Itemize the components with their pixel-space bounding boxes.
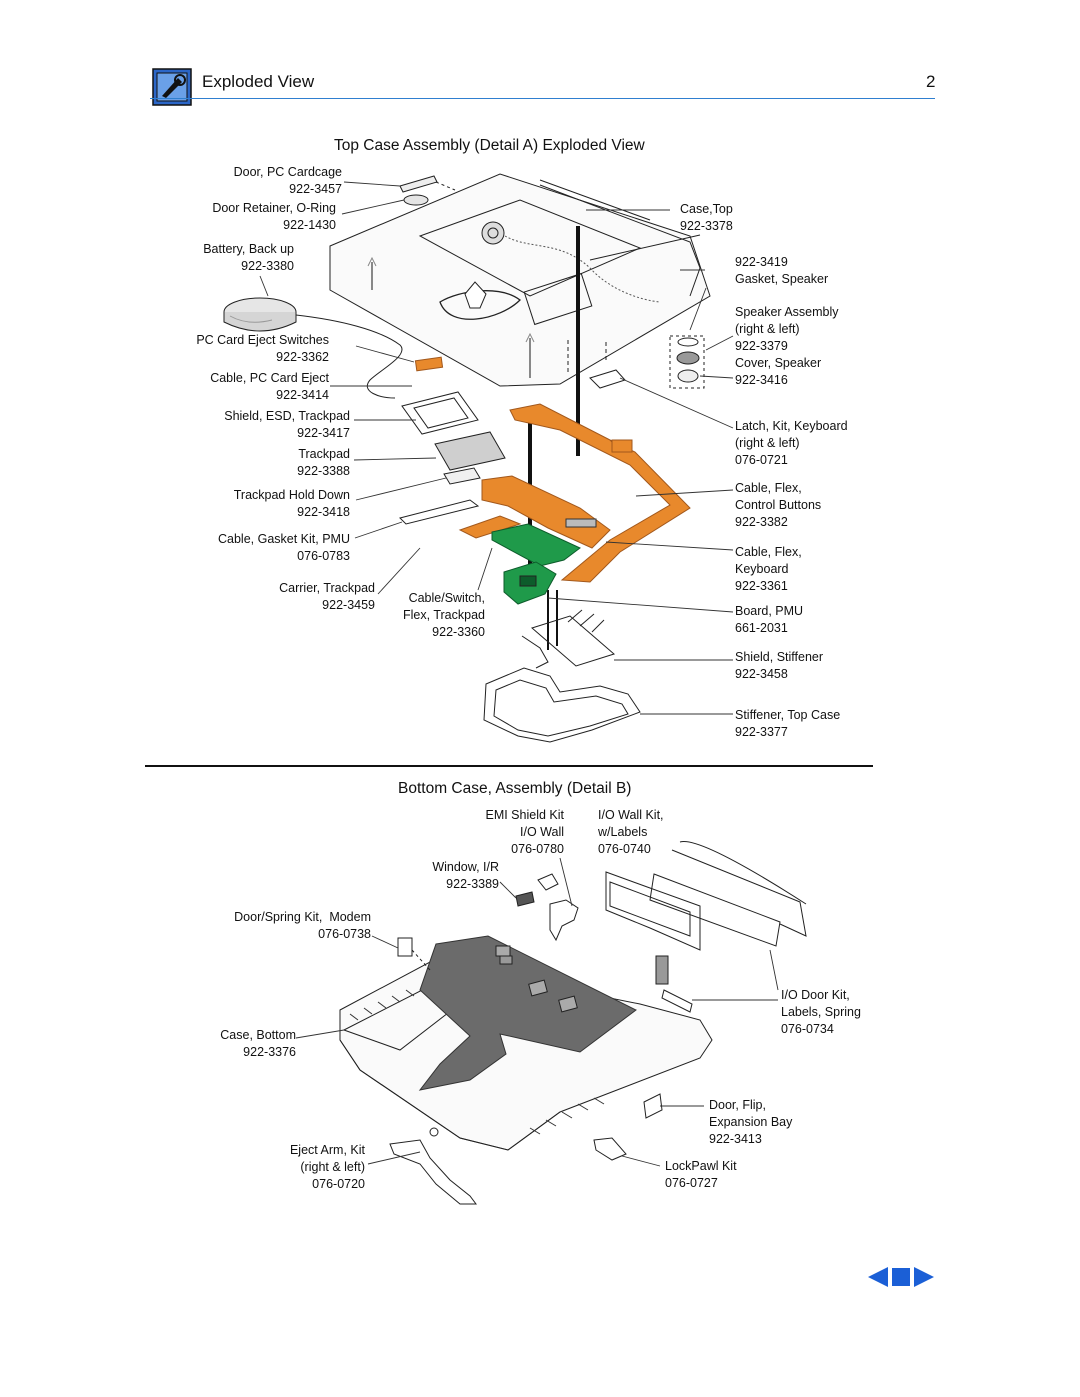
arrow-right-icon[interactable] <box>912 1265 936 1294</box>
label-speaker-assembly: Speaker Assembly(right & left)922-3379 <box>735 305 839 353</box>
header-logo-icon <box>152 68 192 106</box>
label-latch-kit-keyboard: Latch, Kit, Keyboard(right & left)076-07… <box>735 419 848 467</box>
header-rule <box>150 98 935 99</box>
battery-backup <box>223 297 403 399</box>
page-number: 2 <box>926 72 936 91</box>
section-divider <box>145 765 873 767</box>
page-title: Exploded View <box>202 72 315 91</box>
label-eject-arm-kit: Eject Arm, Kit(right & left)076-0720 <box>289 1143 365 1191</box>
square-stop-icon[interactable] <box>892 1268 910 1291</box>
bottom-section-title: Bottom Case, Assembly (Detail B) <box>398 780 632 797</box>
top-section-title: Top Case Assembly (Detail A) Exploded Vi… <box>334 137 645 154</box>
arrow-left-icon[interactable] <box>866 1265 890 1294</box>
top-case-shell <box>329 173 711 387</box>
